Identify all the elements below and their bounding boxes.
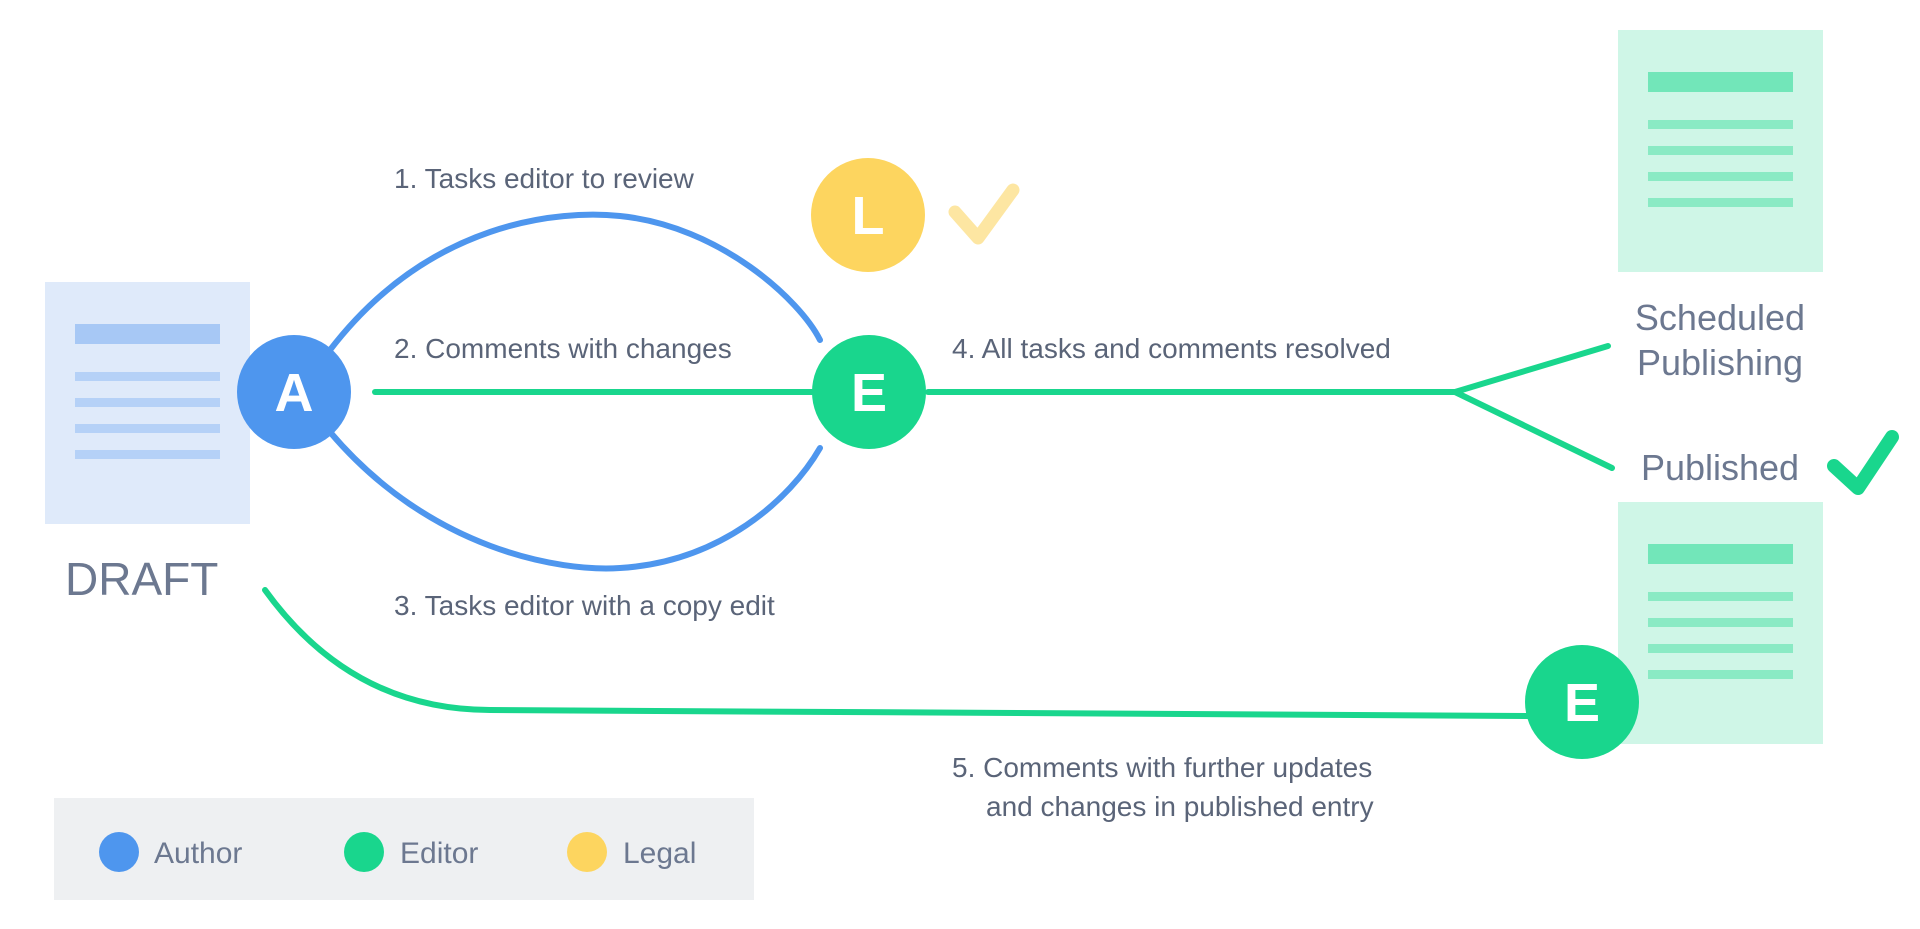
step5-label-line2: and changes in published entry (986, 791, 1374, 822)
step4-label: 4. All tasks and comments resolved (952, 333, 1391, 364)
legal-avatar-letter: L (852, 186, 885, 246)
published-editor-avatar: E (1525, 645, 1639, 759)
arrow-step1 (327, 211, 823, 353)
published-check-icon (1827, 430, 1899, 495)
editor-avatar-letter: E (851, 363, 887, 423)
legend-editor-label: Editor (400, 837, 478, 870)
draft-document-icon (45, 282, 250, 524)
legend-author-swatch (99, 832, 139, 872)
published-editor-avatar-letter: E (1564, 673, 1600, 733)
legend-author-label: Author (154, 837, 242, 870)
step1-label: 1. Tasks editor to review (394, 163, 695, 194)
draft-label: DRAFT (65, 553, 218, 605)
scheduled-label-line2: Publishing (1637, 342, 1803, 383)
legend: Author Editor Legal (54, 798, 754, 900)
legend-legal-label: Legal (623, 837, 696, 870)
author-avatar: A (237, 335, 351, 449)
published-label: Published (1641, 447, 1799, 488)
arrow-to-scheduled (1452, 343, 1611, 395)
legal-check-icon (948, 183, 1020, 245)
step5-label-line1: 5. Comments with further updates (952, 752, 1372, 783)
arrow-to-published (1452, 389, 1615, 471)
legal-avatar: L (811, 158, 925, 272)
editor-avatar: E (812, 335, 926, 449)
scheduled-document-icon (1618, 30, 1823, 272)
step3-label: 3. Tasks editor with a copy edit (394, 590, 775, 621)
scheduled-label-line1: Scheduled (1635, 297, 1805, 338)
legend-editor-swatch (344, 832, 384, 872)
author-avatar-letter: A (275, 363, 314, 423)
arrow-step5 (262, 587, 1533, 719)
legend-legal-swatch (567, 832, 607, 872)
arrow-step3 (327, 429, 823, 572)
published-document-icon (1618, 502, 1823, 744)
step2-label: 2. Comments with changes (394, 333, 732, 364)
